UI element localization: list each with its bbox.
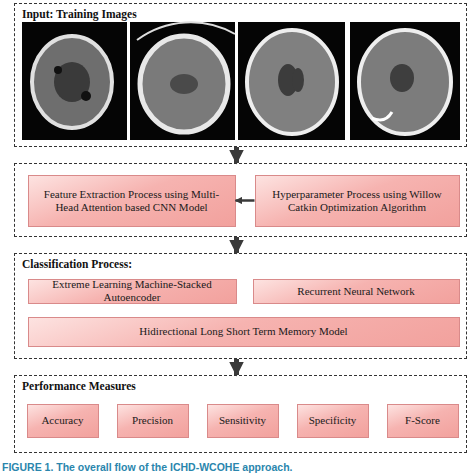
process-box: Feature Extraction Process using Multi-H… (28, 175, 236, 227)
group-box: Feature Extraction Process using Multi-H… (14, 163, 467, 237)
box-label: Extreme Learning Machine-Stacked Autoenc… (29, 278, 236, 304)
box-label: Sensitivity (213, 414, 272, 427)
group-box: Input: Training Images (14, 3, 467, 147)
box-label: Specificity (303, 414, 363, 427)
process-box: Sensitivity (207, 404, 279, 438)
box-label: Precision (126, 414, 179, 427)
process-box: Hidirectional Long Short Term Memory Mod… (28, 317, 460, 347)
ct-image (22, 22, 127, 140)
ct-image (130, 22, 235, 140)
group-heading: Input: Training Images (22, 8, 137, 20)
box-label: Feature Extraction Process using Multi-H… (29, 188, 235, 214)
group-heading: Performance Measures (22, 380, 136, 392)
process-box: Recurrent Neural Network (253, 279, 460, 304)
ct-image (350, 22, 460, 140)
flow-arrow (234, 147, 239, 163)
box-label: Recurrent Neural Network (291, 285, 420, 298)
group-heading: Classification Process: (22, 258, 132, 270)
flow-arrow (236, 199, 255, 202)
ct-scan-images (0, 0, 474, 160)
group-box: Performance MeasuresAccuracy Precision Sen… (14, 375, 467, 453)
process-box: F-Score (387, 404, 459, 438)
box-label: Hidirectional Long Short Term Memory Mod… (133, 325, 353, 338)
process-box: Precision (117, 404, 189, 438)
process-box: Specificity (297, 404, 369, 438)
flow-arrow (234, 359, 239, 375)
process-box: Accuracy (27, 404, 99, 438)
group-box: Classification Process: Extreme Learning … (14, 253, 467, 359)
process-box: Hyperparameter Process using Willow Catk… (255, 175, 460, 227)
box-label: Accuracy (35, 414, 89, 427)
ct-image (238, 22, 345, 140)
box-label: F-Score (399, 414, 446, 427)
box-label: Hyperparameter Process using Willow Catk… (256, 188, 459, 214)
process-box: Extreme Learning Machine-Stacked Autoenc… (28, 279, 237, 304)
flow-arrow (234, 237, 239, 253)
figure-caption: FIGURE 1. The overall flow of the ICHD-W… (2, 461, 293, 473)
